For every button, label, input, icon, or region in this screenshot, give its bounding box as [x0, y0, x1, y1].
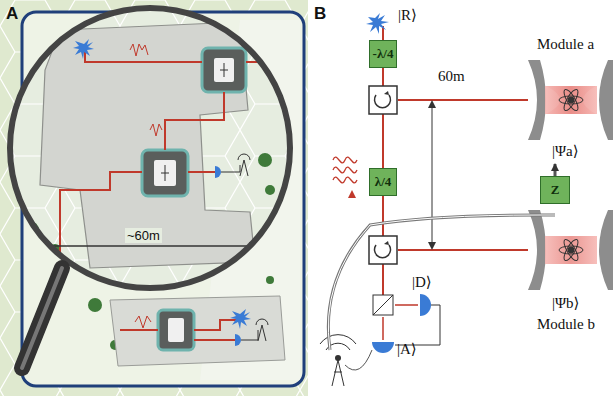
node-label: |Ψb⟩	[551, 294, 580, 312]
cavity-module: |Ψb⟩ Module b	[515, 206, 613, 338]
node-sublabel: |Ψa⟩	[551, 142, 580, 160]
cavity-module: Module a |Ψa⟩	[515, 36, 613, 164]
node-label: Module a	[537, 36, 594, 53]
state-label: |R⟩	[398, 6, 417, 24]
node-label: -λ/4	[373, 46, 394, 62]
distance-label: 60m	[438, 68, 465, 85]
node-sublabel: Module b	[537, 316, 595, 333]
gate-box: Z	[540, 176, 570, 204]
panel-letter: B	[314, 4, 326, 24]
control-arrow	[554, 164, 557, 176]
waveplate-box: λ/4	[369, 168, 397, 196]
waveplate-box: -λ/4	[369, 40, 397, 68]
node-label: λ/4	[375, 174, 392, 190]
panel-letter: A	[6, 4, 18, 24]
circulator-symbol	[369, 236, 397, 264]
distance-label: ~60m	[125, 228, 162, 243]
circulator-symbol	[369, 86, 397, 114]
node-label: Z	[551, 182, 560, 198]
state-label: |A⟩	[397, 340, 417, 358]
optical-path	[382, 68, 384, 168]
state-label: |D⟩	[412, 273, 432, 291]
